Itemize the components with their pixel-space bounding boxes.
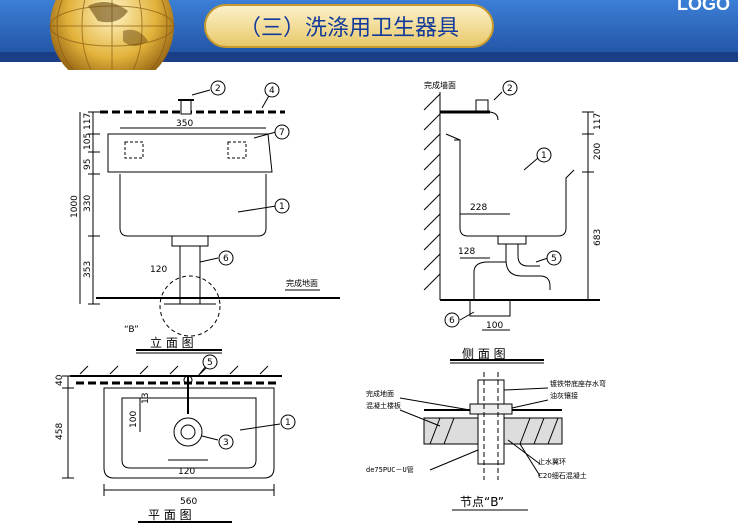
plan-dim-458: 458 <box>55 423 65 440</box>
side-callout-1-label: 1 <box>541 151 547 161</box>
side-dim-128: 128 <box>458 247 475 257</box>
elev-dim-120: 120 <box>150 265 167 275</box>
node-label-pipe: de75PUC－U管 <box>366 465 414 474</box>
elevation-caption: 立 面 图 <box>150 335 194 350</box>
callout-7-label: 7 <box>279 128 285 138</box>
elev-dim-330: 330 <box>83 195 93 212</box>
node-caption: 节点“B” <box>460 495 504 509</box>
elev-dim-353: 353 <box>83 261 93 278</box>
elev-dim-width: 350 <box>176 119 193 129</box>
callout-plan-1 <box>280 414 296 430</box>
node-b-view <box>399 372 563 511</box>
node-label-c20: C20细石混凝土 <box>538 471 587 480</box>
callout-side-1 <box>536 147 552 163</box>
logo-text: LOGO <box>677 0 730 14</box>
node-label-floor: 完成地面 <box>366 389 394 398</box>
callout-2 <box>210 80 226 96</box>
side-caption: 侧 面 图 <box>462 347 506 361</box>
elevation-view <box>79 89 340 354</box>
node-label-ring: 止水翼环 <box>538 457 566 466</box>
side-callout-5-label: 5 <box>551 254 557 264</box>
callout-6-label: 6 <box>223 254 229 264</box>
globe-logo-image <box>28 0 196 70</box>
plan-callout-5-label: 5 <box>207 358 213 368</box>
plan-dim-560: 560 <box>180 497 197 507</box>
side-wall-label: 完成墙面 <box>424 80 456 90</box>
plan-callout-1-label: 1 <box>285 418 291 428</box>
elev-dim-1000: 1000 <box>70 195 80 218</box>
plan-dim-100: 100 <box>129 411 139 428</box>
callout-side-5 <box>546 250 562 266</box>
elev-dim-117: 117 <box>83 113 93 130</box>
side-dim-117: 117 <box>593 113 603 130</box>
side-view <box>423 91 600 364</box>
node-label-concrete: 混凝土楼板 <box>366 401 401 410</box>
callout-4 <box>264 82 280 98</box>
side-dim-200: 200 <box>593 143 603 160</box>
elev-dim-95: 95 <box>83 159 93 170</box>
callout-4-label: 4 <box>269 86 275 96</box>
callout-6 <box>218 250 234 266</box>
side-dim-228: 228 <box>470 203 487 213</box>
page-title: （三）洗涤用卫生器具 <box>204 4 494 48</box>
side-dim-683: 683 <box>593 229 603 246</box>
side-callout-6-label: 6 <box>449 316 455 326</box>
callout-1 <box>274 198 290 214</box>
technical-drawing: 2 4 7 1 6 2 1 5 6 5 3 1 350 120 完成地面 “B”… <box>55 80 606 523</box>
plan-view <box>62 365 282 523</box>
node-label-sleeve: 镀铁带底座存水弯 <box>550 379 606 388</box>
plan-callout-3-label: 3 <box>223 438 229 448</box>
callout-2-label: 2 <box>215 84 221 94</box>
callout-plan-3 <box>218 434 234 450</box>
callout-1-label: 1 <box>279 202 285 212</box>
callout-side-2 <box>502 80 518 96</box>
plan-caption: 平 面 图 <box>148 508 192 522</box>
header-band <box>0 52 738 62</box>
callout-side-6 <box>444 312 460 328</box>
callout-plan-5 <box>202 354 218 370</box>
plan-dim-40: 40 <box>55 374 65 386</box>
callout-7 <box>274 124 290 140</box>
side-callout-2-label: 2 <box>507 84 513 94</box>
plan-dim-13: 13 <box>141 393 151 404</box>
elev-dim-105: 105 <box>83 133 93 150</box>
plan-dim-120: 120 <box>178 467 195 477</box>
side-dim-100: 100 <box>486 321 503 331</box>
elev-node-ref: “B” <box>124 325 139 335</box>
elev-floor-label: 完成地面 <box>286 278 318 288</box>
node-label-oil: 油灰镶接 <box>550 391 578 400</box>
